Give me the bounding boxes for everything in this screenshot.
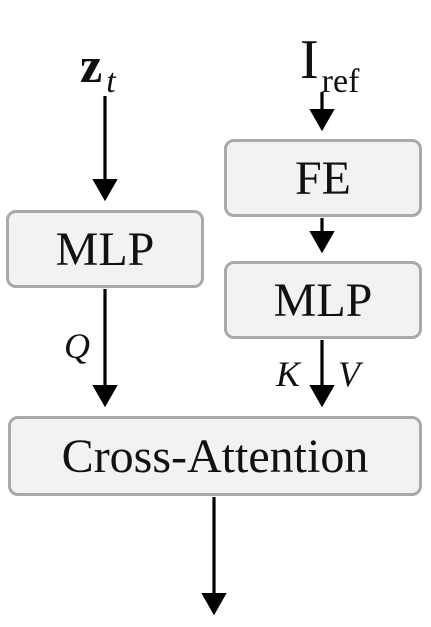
reference-subscript: ref bbox=[321, 63, 360, 100]
value-label: V bbox=[338, 354, 360, 394]
query-label: Q bbox=[64, 326, 90, 366]
mlp-right-block: MLP bbox=[224, 261, 422, 339]
reference-input-label: Iref bbox=[300, 29, 359, 99]
cross-attention-block: Cross-Attention bbox=[8, 416, 422, 496]
key-label: K bbox=[276, 354, 301, 394]
fe-block: FE bbox=[224, 139, 422, 217]
latent-subscript: t bbox=[106, 63, 116, 100]
reference-base: I bbox=[300, 29, 319, 91]
latent-base: z bbox=[80, 37, 103, 93]
mlp-left-block: MLP bbox=[6, 210, 204, 288]
